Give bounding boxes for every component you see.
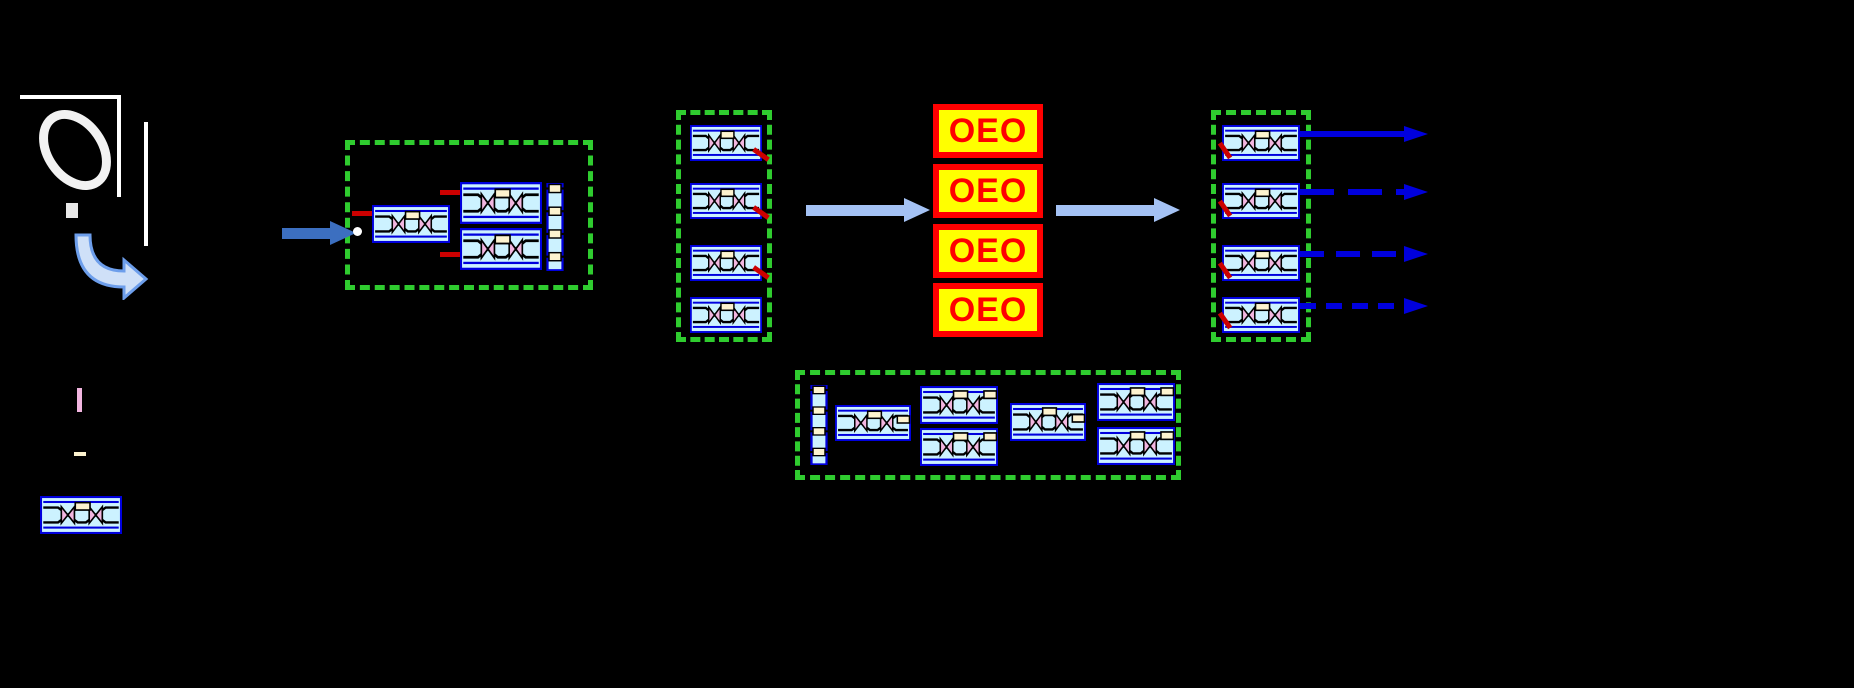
input-mzi-ring-2 <box>460 182 542 224</box>
unit-cell-icon <box>690 245 762 281</box>
unit-cell-icon <box>1222 125 1300 161</box>
lower-vertical-heater-bar <box>810 385 828 465</box>
input-tap-2 <box>440 190 462 195</box>
unit-cell-icon <box>690 125 762 161</box>
output-cell-4 <box>1222 297 1300 333</box>
unit-cell-icon <box>920 386 998 424</box>
unit-cell-icon <box>460 182 542 224</box>
unit-cell-icon <box>1097 427 1175 465</box>
arrow-right-icon <box>1056 198 1180 222</box>
input-stage-group <box>345 140 593 290</box>
curved-arrow-icon <box>74 233 149 302</box>
arrow-right-icon <box>1300 298 1428 314</box>
unit-cell-icon <box>690 297 762 333</box>
arrow-right-icon <box>1300 246 1428 262</box>
unit-cell-icon <box>1010 403 1086 441</box>
lower-cell-6 <box>1097 427 1175 465</box>
unit-cell-icon <box>1097 383 1175 421</box>
legend-unit-cell <box>40 496 122 534</box>
arrow-from-oeo <box>1056 195 1182 225</box>
output-arrow-2 <box>1300 182 1430 202</box>
unit-cell-icon <box>920 428 998 466</box>
output-arrow-1 <box>1300 124 1430 144</box>
unit-cell-icon <box>690 183 762 219</box>
hand-drawn-highlight <box>0 60 200 302</box>
heater-bar-icon <box>810 385 828 465</box>
unit-cell-icon <box>460 228 542 270</box>
mesh-cell-4 <box>690 297 762 333</box>
unit-cell-icon <box>1222 245 1300 281</box>
arrow-to-oeo <box>806 195 932 225</box>
output-arrow-3 <box>1300 244 1430 264</box>
input-tap-1 <box>352 211 374 216</box>
legend-phase-shifter-swatch <box>75 386 84 414</box>
annotation-svg <box>20 95 149 302</box>
vertical-heater-bar <box>546 183 564 271</box>
unit-cell-icon <box>40 496 122 534</box>
unit-cell-icon <box>835 405 911 441</box>
mesh-cell-2 <box>690 183 762 219</box>
unit-cell-icon <box>372 205 450 243</box>
input-tap-3 <box>440 252 462 257</box>
heater-bar-icon <box>546 183 564 271</box>
output-cell-1 <box>1222 125 1300 161</box>
mesh-cell-1 <box>690 125 762 161</box>
oeo-block-3[interactable]: OEO <box>933 224 1043 278</box>
oeo-block-4[interactable]: OEO <box>933 283 1043 337</box>
lower-cell-5 <box>1097 383 1175 421</box>
input-mzi-ring-1 <box>372 205 450 243</box>
lower-cell-3 <box>920 428 998 466</box>
lower-cell-1 <box>835 405 911 441</box>
mesh-cell-3 <box>690 245 762 281</box>
output-cell-2 <box>1222 183 1300 219</box>
output-arrow-4 <box>1300 296 1430 316</box>
arrow-right-icon <box>806 198 930 222</box>
output-bank-group <box>1211 110 1311 342</box>
legend-heater-swatch <box>72 450 88 458</box>
unit-cell-icon <box>1222 183 1300 219</box>
input-node <box>353 227 362 236</box>
output-cell-3 <box>1222 245 1300 281</box>
arrow-right-icon <box>1300 126 1428 142</box>
input-arrow-icon <box>282 221 356 245</box>
lower-mesh-group <box>795 370 1181 480</box>
oeo-block-1[interactable]: OEO <box>933 104 1043 158</box>
mesh-bank-left-group <box>676 110 772 342</box>
unit-cell-icon <box>1222 297 1300 333</box>
lower-cell-2 <box>920 386 998 424</box>
arrow-right-icon <box>1300 184 1428 200</box>
lower-cell-4 <box>1010 403 1086 441</box>
oeo-block-2[interactable]: OEO <box>933 164 1043 218</box>
input-arrow <box>282 218 358 248</box>
input-mzi-ring-3 <box>460 228 542 270</box>
